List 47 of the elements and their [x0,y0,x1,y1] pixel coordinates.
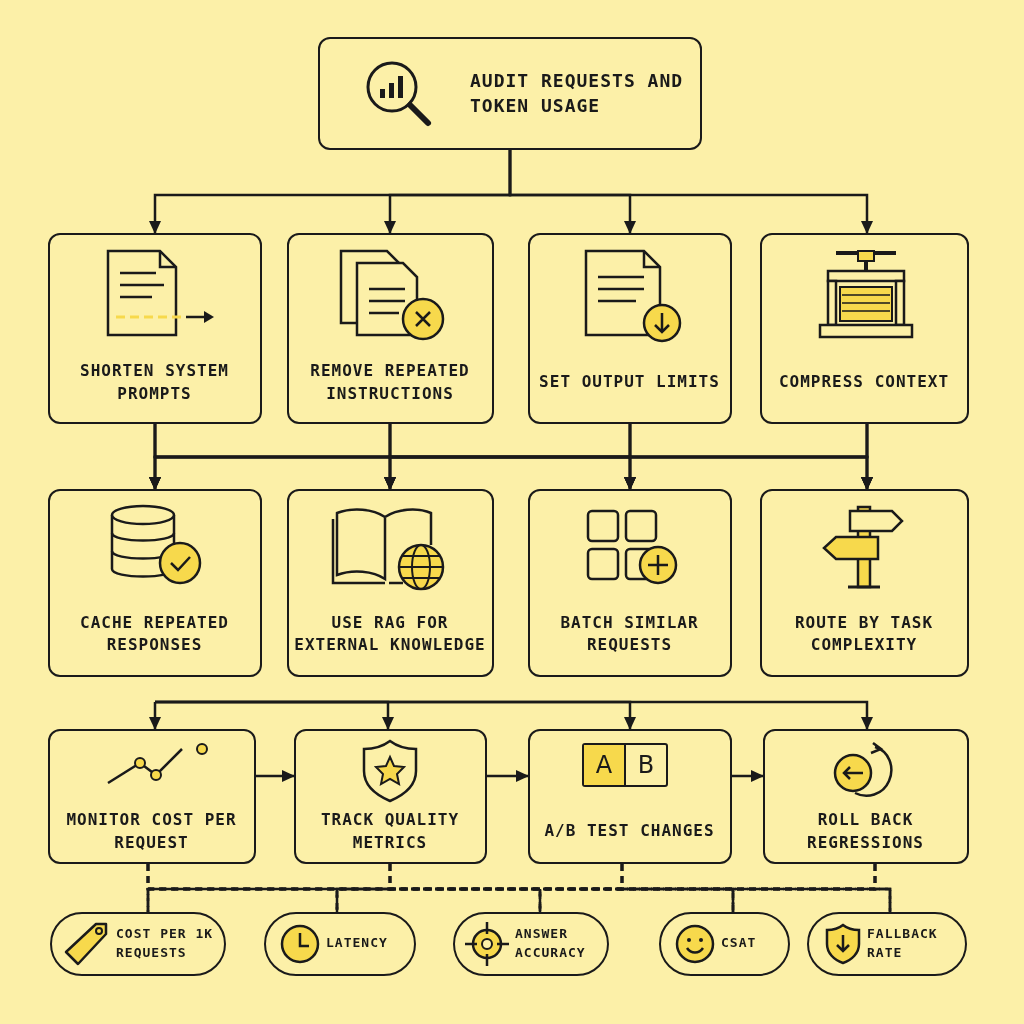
metric-pill [807,912,967,976]
step-label: CSAT [721,934,758,953]
step-box [760,233,969,424]
metric-pill [264,912,416,976]
step-label: MONITOR COST PER REQUEST [65,809,238,854]
arrow [256,770,295,782]
step-label: ROLL BACK REGRESSIONS [806,809,925,854]
option-label: B [636,750,656,781]
arrow [508,150,873,234]
start-box [318,37,702,150]
step-box [48,729,256,864]
step-label: TRACK QUALITY METRICS [319,809,461,854]
step-label: REMOVE REPEATED INSTRUCTIONS [309,360,471,405]
step-box [48,233,262,424]
step-label: SET OUTPUT LIMITS [538,371,721,394]
arrow [861,424,873,490]
step-label: FALLBACK RATE [867,925,939,962]
arrow [149,700,161,730]
arrow [487,770,529,782]
step-label: ANSWER ACCURACY [515,925,587,962]
step-label: BATCH SIMILAR REQUESTS [559,611,700,656]
step-box [287,489,494,677]
step-label: ROUTE BY TASK COMPLEXITY [793,611,935,656]
step-box [528,489,732,677]
step-box [528,729,732,864]
step-box [287,233,494,424]
step-box [48,489,262,677]
step-label: USE RAG FOR EXTERNAL KNOWLEDGE [293,611,487,656]
dashed-connector [620,864,892,912]
step-label: AUDIT REQUESTS AND TOKEN USAGE [470,68,685,118]
metric-pill [453,912,609,976]
arrow [153,700,873,730]
metric-pill [50,912,226,976]
dashed-connector [873,864,892,912]
step-box [294,729,487,864]
step-label: A/B TEST CHANGES [543,820,716,843]
metric-pill [659,912,790,976]
step-box [760,489,969,677]
step-label: COMPRESS CONTEXT [777,371,951,394]
option-label: A [584,745,626,785]
step-label: SHORTEN SYSTEM PROMPTS [79,360,230,405]
arrow [732,770,764,782]
step-label: COST PER 1K REQUESTS [116,925,215,962]
step-label: CACHE REPEATED RESPONSES [79,611,230,656]
step-label: LATENCY [326,934,389,953]
step-box [528,233,732,424]
step-box [763,729,969,864]
